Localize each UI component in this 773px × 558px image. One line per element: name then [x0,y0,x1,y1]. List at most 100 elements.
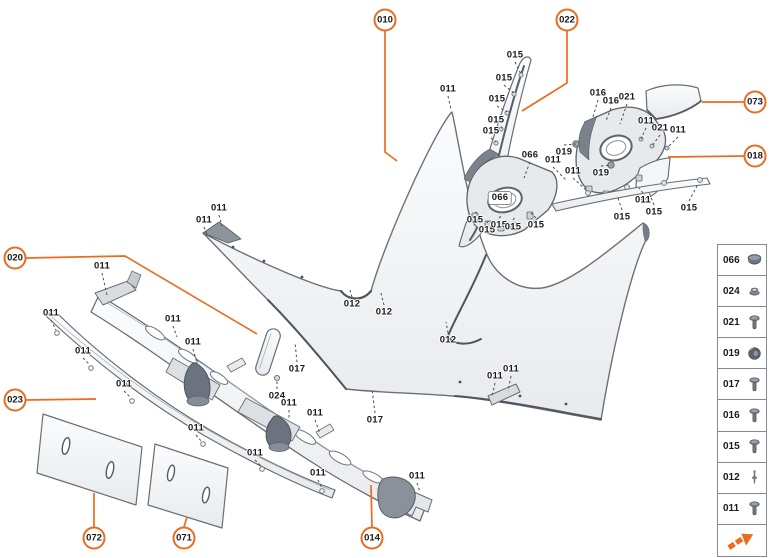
callout-leader-lines [25,31,745,528]
dashed-leader-lines [50,61,699,493]
part-ref-011[interactable]: 011 [43,307,59,319]
legend-part-number: 015 [723,441,740,453]
part-trim-strip[interactable] [45,309,336,499]
part-lower-carrier[interactable] [90,270,433,522]
part-ref-011[interactable]: 011 [211,202,227,214]
legend-row-021[interactable]: 021 [718,307,766,339]
part-ref-012[interactable]: 012 [375,306,393,318]
legend-row-011[interactable]: 011 [718,494,766,525]
part-ref-015[interactable]: 015 [466,214,484,226]
callout-010[interactable]: 010 [373,8,397,32]
part-ref-016[interactable]: 016 [602,95,620,107]
flange-nut-icon [746,283,763,300]
part-ref-066[interactable]: 066 [521,149,539,161]
callout-014[interactable]: 014 [360,526,384,550]
end-flap [377,476,416,519]
callout-023[interactable]: 023 [3,388,27,412]
part-ref-011[interactable]: 011 [409,470,425,482]
callout-022[interactable]: 022 [555,8,579,32]
part-ref-017[interactable]: 017 [288,363,306,375]
legend-row-015[interactable]: 015 [718,432,766,463]
part-corner-bracket[interactable] [487,383,521,406]
legend-part-number: 019 [723,347,740,359]
part-ref-011[interactable]: 011 [487,370,503,382]
part-ref-011[interactable]: 011 [247,447,263,459]
part-cover-panel[interactable] [645,84,702,120]
screw-icon [746,376,763,393]
legend-part-number: 066 [723,254,740,266]
part-ref-015[interactable]: 015 [645,206,663,218]
callout-072[interactable]: 072 [82,526,106,550]
part-ref-011[interactable]: 011 [503,363,519,375]
rubber-boot [183,362,211,405]
part-ref-019[interactable]: 019 [592,167,610,179]
part-ref-011[interactable]: 011 [196,214,212,226]
part-ref-017[interactable]: 017 [366,414,384,426]
part-ref-011[interactable]: 011 [94,260,110,272]
legend-part-number: 017 [723,378,740,390]
part-ref-015[interactable]: 015 [495,72,513,84]
callout-018[interactable]: 018 [743,144,767,168]
part-ref-011[interactable]: 011 [670,124,686,136]
part-ref-066[interactable]: 066 [487,191,513,205]
part-plate-pad-left[interactable] [36,413,143,506]
cap-nut-icon [746,252,763,269]
part-ref-011[interactable]: 011 [75,345,91,357]
callout-073[interactable]: 073 [743,90,767,114]
part-ref-011[interactable]: 011 [116,378,132,390]
part-ref-015[interactable]: 015 [506,49,524,61]
part-ref-011[interactable]: 011 [440,83,456,95]
part-ref-011[interactable]: 011 [307,407,323,419]
legend-part-number: 012 [723,472,740,484]
part-ref-019[interactable]: 019 [555,146,573,158]
part-ref-012[interactable]: 012 [439,334,457,346]
part-ref-011[interactable]: 011 [188,422,204,434]
part-ref-011[interactable]: 011 [310,467,326,479]
part-front-panel[interactable] [202,111,650,421]
part-ref-021[interactable]: 021 [651,122,669,134]
part-ref-012[interactable]: 012 [343,298,361,310]
blade-clips [493,72,524,146]
screw-icon [746,500,763,517]
part-ref-015[interactable]: 015 [478,224,496,236]
part-ref-011[interactable]: 011 [185,336,201,348]
legend-row-017[interactable]: 017 [718,369,766,401]
part-bracket-strip[interactable] [254,327,282,382]
fastener-legend: 066 024 021 019 017 016 015 012 011 [717,244,767,557]
part-ref-011[interactable]: 011 [545,154,561,166]
rubber-boot [265,415,292,450]
part-ref-021[interactable]: 021 [618,91,636,103]
legend-row-016[interactable]: 016 [718,400,766,432]
part-ref-015[interactable]: 015 [487,114,505,126]
legend-row-019[interactable]: 019 [718,338,766,370]
part-ref-015[interactable]: 015 [680,202,698,214]
part-ref-011[interactable]: 011 [638,115,654,127]
callout-020[interactable]: 020 [3,246,27,270]
part-ref-011[interactable]: 011 [635,194,651,206]
carrier-cutouts [145,325,384,484]
strip-holes [54,330,325,494]
part-ref-011[interactable]: 011 [165,313,181,325]
legend-part-number: 011 [723,503,740,515]
callout-071[interactable]: 071 [172,526,196,550]
part-plate-pad-right[interactable] [147,443,229,529]
part-ref-011[interactable]: 011 [281,397,297,409]
part-ref-015[interactable]: 015 [504,221,522,233]
part-ref-015[interactable]: 015 [490,219,508,231]
part-ref-016[interactable]: 016 [589,87,607,99]
part-ref-024[interactable]: 024 [268,390,286,402]
part-ref-015[interactable]: 015 [613,211,631,223]
grommet-icon [746,345,763,362]
legend-part-number: 021 [723,316,740,328]
legend-row-066[interactable]: 066 [718,245,766,277]
part-ref-015[interactable]: 015 [482,125,500,137]
legend-row-024[interactable]: 024 [718,276,766,308]
part-edge-strip[interactable] [551,177,711,212]
legend-row-012[interactable]: 012 [718,463,766,494]
part-ref-011[interactable]: 011 [565,165,581,177]
part-ref-015[interactable]: 015 [488,93,506,105]
part-ref-015[interactable]: 015 [527,219,545,231]
screw-icon [746,438,763,455]
